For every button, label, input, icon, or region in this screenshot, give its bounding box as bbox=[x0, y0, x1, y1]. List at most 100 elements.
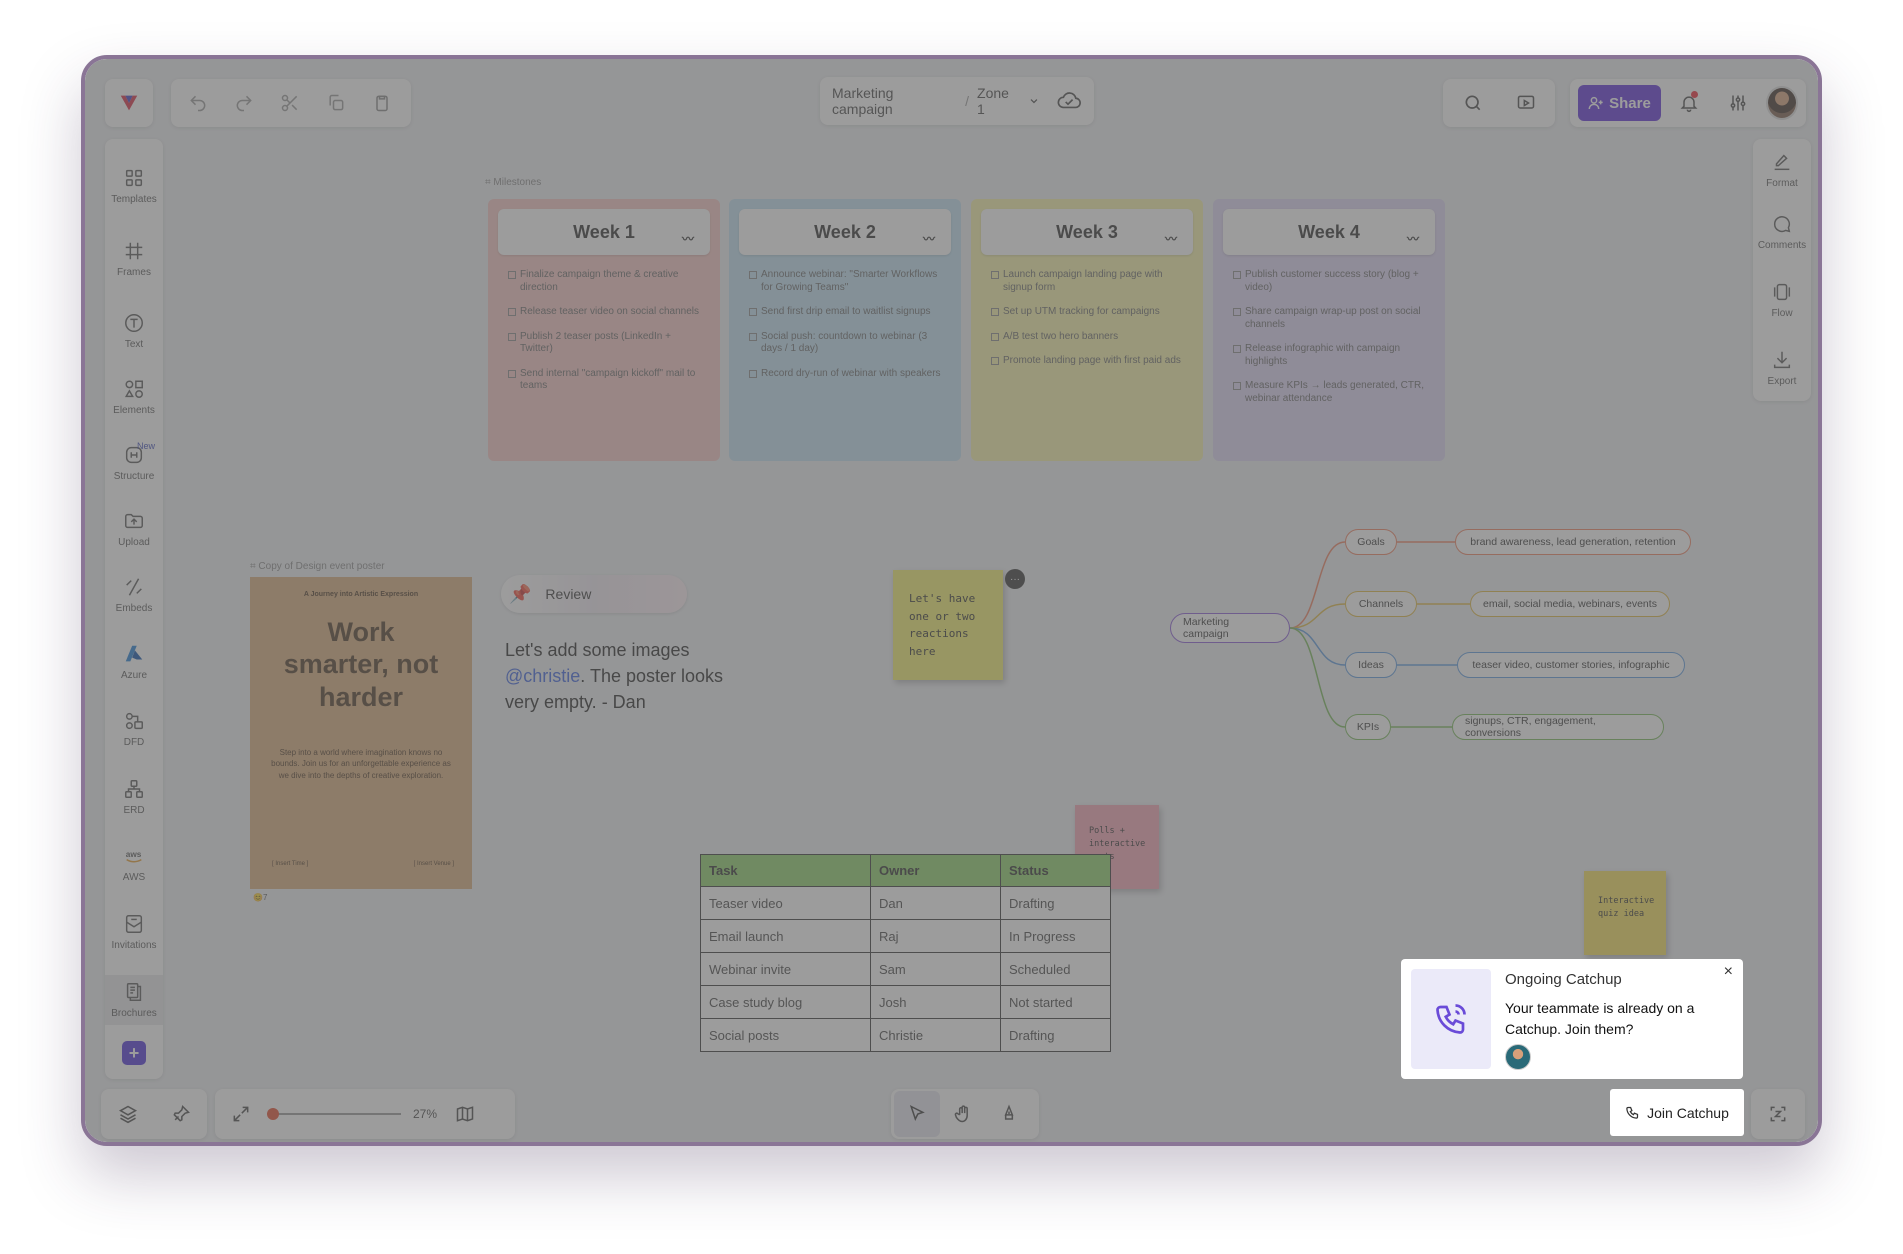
milestone-task[interactable]: Set up UTM tracking for campaigns bbox=[991, 306, 1183, 319]
sticky-note-quiz[interactable]: Interactive quiz idea bbox=[1584, 871, 1666, 955]
milestone-task[interactable]: Release infographic with campaign highli… bbox=[1233, 343, 1425, 368]
pan-hand-icon[interactable] bbox=[940, 1091, 986, 1137]
table-cell[interactable]: Teaser video bbox=[700, 886, 871, 920]
table-cell[interactable]: Christie bbox=[870, 1018, 1001, 1052]
milestone-task[interactable]: A/B test two hero banners bbox=[991, 331, 1183, 344]
milestone-task[interactable]: Release teaser video on social channels bbox=[508, 306, 700, 319]
sticky-note-reactions[interactable]: Let's have one or two reactions here bbox=[893, 570, 1003, 680]
close-icon[interactable]: × bbox=[1723, 963, 1733, 980]
table-header-owner[interactable]: Owner bbox=[870, 854, 1001, 887]
table-cell[interactable]: Dan bbox=[870, 886, 1001, 920]
mindmap-branch-ideas[interactable]: Ideas bbox=[1345, 652, 1397, 678]
chevron-down-icon[interactable] bbox=[1028, 95, 1040, 107]
zoom-handle[interactable] bbox=[267, 1108, 279, 1120]
tool-text[interactable]: Text bbox=[105, 312, 163, 350]
table-header-task[interactable]: Task bbox=[700, 854, 871, 887]
table-cell[interactable]: Webinar invite bbox=[700, 952, 871, 986]
tool-dfd[interactable]: DFD bbox=[105, 710, 163, 748]
event-poster[interactable]: A Journey into Artistic Expression Work … bbox=[250, 577, 472, 889]
milestone-task[interactable]: Publish 2 teaser posts (LinkedIn + Twitt… bbox=[508, 331, 700, 356]
pin-tool-icon[interactable] bbox=[158, 1091, 204, 1137]
table-cell[interactable]: Josh bbox=[870, 985, 1001, 1019]
mindmap-root[interactable]: Marketing campaign bbox=[1170, 613, 1290, 643]
mindmap-detail[interactable]: brand awareness, lead generation, retent… bbox=[1455, 529, 1691, 555]
cut-icon[interactable] bbox=[267, 80, 313, 126]
table-header-status[interactable]: Status bbox=[1000, 854, 1111, 887]
minimap-icon[interactable] bbox=[449, 1091, 481, 1137]
milestone-task[interactable]: Send first drip email to waitlist signup… bbox=[749, 306, 941, 319]
settings-sliders-icon[interactable] bbox=[1716, 80, 1759, 126]
copy-icon[interactable] bbox=[313, 80, 359, 126]
add-tool-button[interactable]: + bbox=[122, 1041, 146, 1065]
tool-format[interactable]: Format bbox=[1753, 151, 1811, 189]
present-icon[interactable] bbox=[1504, 80, 1547, 126]
table-cell[interactable]: Sam bbox=[870, 952, 1001, 986]
milestone-column-week-4[interactable]: Week 4〰Publish customer success story (b… bbox=[1213, 199, 1445, 461]
tool-flow[interactable]: Flow bbox=[1753, 281, 1811, 319]
mindmap-branch-goals[interactable]: Goals bbox=[1345, 529, 1397, 555]
milestone-task[interactable]: Promote landing page with first paid ads bbox=[991, 355, 1183, 368]
mindmap-detail[interactable]: teaser video, customer stories, infograp… bbox=[1457, 652, 1685, 678]
tool-templates[interactable]: Templates bbox=[105, 167, 163, 205]
table-cell[interactable]: Social posts bbox=[700, 1018, 871, 1052]
milestone-task[interactable]: Record dry-run of webinar with speakers bbox=[749, 368, 941, 381]
breadcrumb-project[interactable]: Marketing campaign bbox=[832, 85, 894, 117]
milestone-task[interactable]: Measure KPIs → leads generated, CTR, web… bbox=[1233, 380, 1425, 405]
table-cell[interactable]: Scheduled bbox=[1000, 952, 1111, 986]
tool-embeds[interactable]: Embeds bbox=[105, 576, 163, 614]
milestone-column-week-1[interactable]: Week 1〰Finalize campaign theme & creativ… bbox=[488, 199, 720, 461]
table-cell[interactable]: Drafting bbox=[1000, 1018, 1111, 1052]
review-tag[interactable]: 📌 Review bbox=[501, 575, 687, 613]
screen-capture-icon[interactable] bbox=[1755, 1091, 1801, 1137]
join-catchup-button[interactable]: Join Catchup bbox=[1610, 1089, 1744, 1136]
milestone-task[interactable]: Social push: countdown to webinar (3 day… bbox=[749, 331, 941, 356]
milestone-task[interactable]: Launch campaign landing page with signup… bbox=[991, 269, 1183, 294]
tool-comments[interactable]: Comments bbox=[1753, 213, 1811, 251]
undo-icon[interactable] bbox=[175, 80, 221, 126]
fit-screen-icon[interactable] bbox=[225, 1091, 257, 1137]
redo-icon[interactable] bbox=[221, 80, 267, 126]
notification-bell-icon[interactable] bbox=[1667, 80, 1710, 126]
search-icon[interactable] bbox=[1451, 80, 1494, 126]
milestone-task[interactable]: Share campaign wrap-up post on social ch… bbox=[1233, 306, 1425, 331]
comment-bubble-icon[interactable]: ··· bbox=[1005, 569, 1025, 589]
tool-azure[interactable]: Azure bbox=[105, 643, 163, 681]
zoom-slider[interactable] bbox=[267, 1107, 401, 1121]
table-cell[interactable]: Raj bbox=[870, 919, 1001, 953]
select-pointer-icon[interactable] bbox=[894, 1091, 940, 1137]
paste-icon[interactable] bbox=[359, 80, 405, 126]
table-cell[interactable]: Case study blog bbox=[700, 985, 871, 1019]
share-button[interactable]: Share bbox=[1578, 85, 1661, 121]
milestone-task[interactable]: Announce webinar: "Smarter Workflows for… bbox=[749, 269, 941, 294]
table-cell[interactable]: Drafting bbox=[1000, 886, 1111, 920]
tool-brochures[interactable]: Brochures bbox=[105, 975, 163, 1025]
tool-upload[interactable]: Upload bbox=[105, 510, 163, 548]
milestone-column-week-3[interactable]: Week 3〰Launch campaign landing page with… bbox=[971, 199, 1203, 461]
table-cell[interactable]: In Progress bbox=[1000, 919, 1111, 953]
reaction-badge[interactable]: 😊7 bbox=[253, 893, 268, 902]
mindmap-branch-kpis[interactable]: KPIs bbox=[1345, 714, 1391, 740]
milestone-task[interactable]: Finalize campaign theme & creative direc… bbox=[508, 269, 700, 294]
milestone-task[interactable]: Publish customer success story (blog + v… bbox=[1233, 269, 1425, 294]
tool-erd[interactable]: ERD bbox=[105, 778, 163, 816]
cloud-sync-icon[interactable] bbox=[1056, 90, 1082, 112]
mention-link[interactable]: @christie bbox=[505, 666, 581, 687]
tool-export[interactable]: Export bbox=[1753, 349, 1811, 387]
table-cell[interactable]: Not started bbox=[1000, 985, 1111, 1019]
mindmap-detail[interactable]: email, social media, webinars, events bbox=[1470, 591, 1670, 617]
tool-elements[interactable]: Elements bbox=[105, 378, 163, 416]
breadcrumb-zone[interactable]: Zone 1 bbox=[977, 85, 1009, 117]
mindmap-detail[interactable]: signups, CTR, engagement, conversions bbox=[1452, 714, 1664, 740]
app-logo[interactable] bbox=[105, 79, 153, 127]
milestone-column-week-2[interactable]: Week 2〰Announce webinar: "Smarter Workfl… bbox=[729, 199, 961, 461]
pen-icon[interactable] bbox=[986, 1091, 1032, 1137]
milestone-task[interactable]: Send internal "campaign kickoff" mail to… bbox=[508, 368, 700, 393]
